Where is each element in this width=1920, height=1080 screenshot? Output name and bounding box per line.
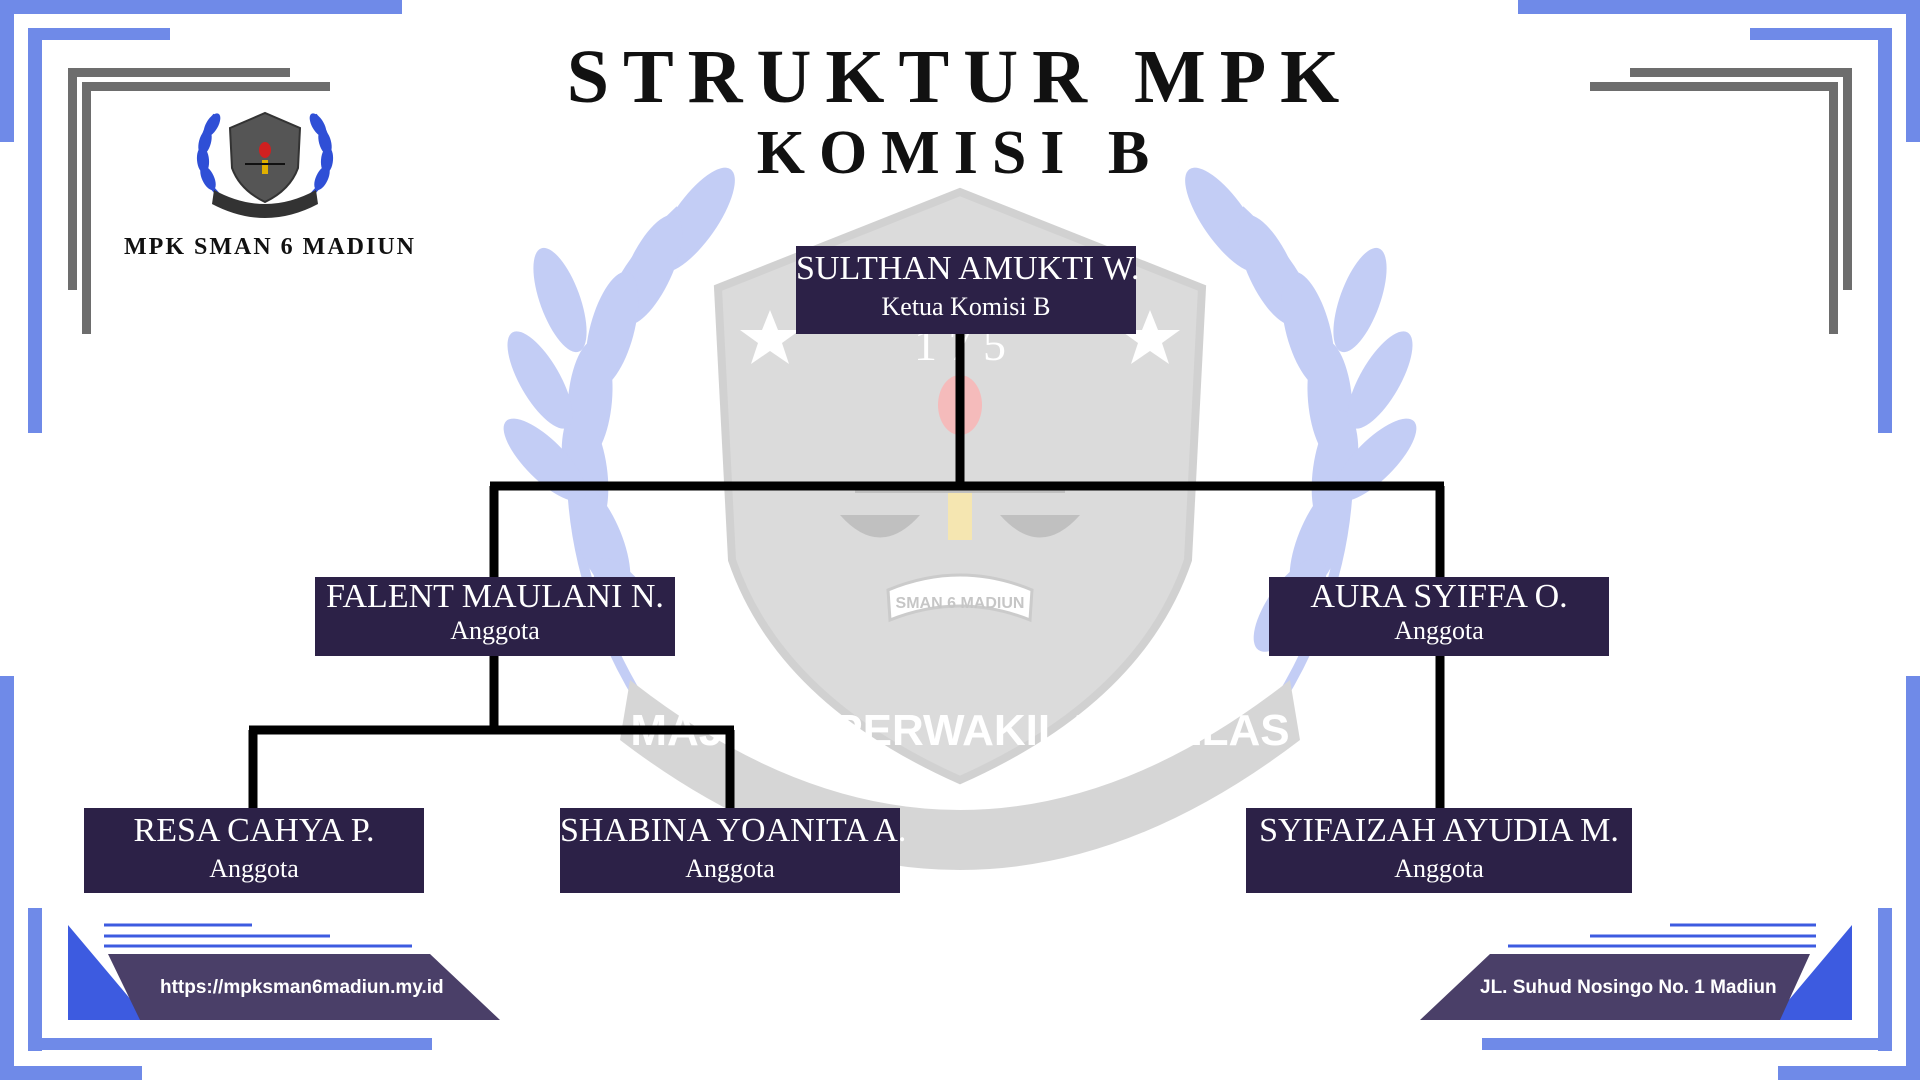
node-member-role: Anggota xyxy=(450,616,540,645)
node-member-name: SHABINA YOANITA A. xyxy=(560,812,907,849)
organization-label: MPK SMAN 6 MADIUN xyxy=(124,234,416,260)
node-member-resa: RESA CAHYA P. Anggota xyxy=(84,808,424,893)
footer-address: JL. Suhud Nosingo No. 1 Madiun xyxy=(1480,977,1777,998)
footer-banner-left xyxy=(108,954,500,1020)
page-subtitle: KOMISI B xyxy=(756,119,1164,187)
node-member-falent: FALENT MAULANI N. Anggota xyxy=(315,577,675,656)
node-member-syifaizah: SYIFAIZAH AYUDIA M. Anggota xyxy=(1246,808,1632,893)
watermark-school-text: SMAN 6 MADIUN xyxy=(896,595,1025,612)
node-member-role: Anggota xyxy=(1394,616,1484,645)
footer-website-link[interactable]: https://mpksman6madiun.my.id xyxy=(160,977,444,998)
node-member-role: Anggota xyxy=(685,854,775,883)
node-member-name: RESA CAHYA P. xyxy=(133,812,375,849)
node-member-name: FALENT MAULANI N. xyxy=(326,578,664,615)
logo-laurels xyxy=(196,113,334,200)
watermark-ribbon-text: MAJELIS PERWAKILAN KELAS xyxy=(630,706,1289,755)
node-member-role: Anggota xyxy=(1394,854,1484,883)
node-member-name: AURA SYIFFA O. xyxy=(1310,578,1568,615)
node-ketua-role: Ketua Komisi B xyxy=(881,292,1051,321)
node-member-aura: AURA SYIFFA O. Anggota xyxy=(1269,577,1609,656)
footer-banner-right xyxy=(1420,954,1810,1020)
node-ketua-name: SULTHAN AMUKTI W. xyxy=(796,250,1140,287)
node-member-shabina: SHABINA YOANITA A. Anggota xyxy=(560,808,907,893)
node-member-role: Anggota xyxy=(209,854,299,883)
node-ketua: SULTHAN AMUKTI W. Ketua Komisi B xyxy=(796,246,1140,334)
node-member-name: SYIFAIZAH AYUDIA M. xyxy=(1259,812,1619,849)
page-title: STRUKTUR MPK xyxy=(566,35,1354,119)
